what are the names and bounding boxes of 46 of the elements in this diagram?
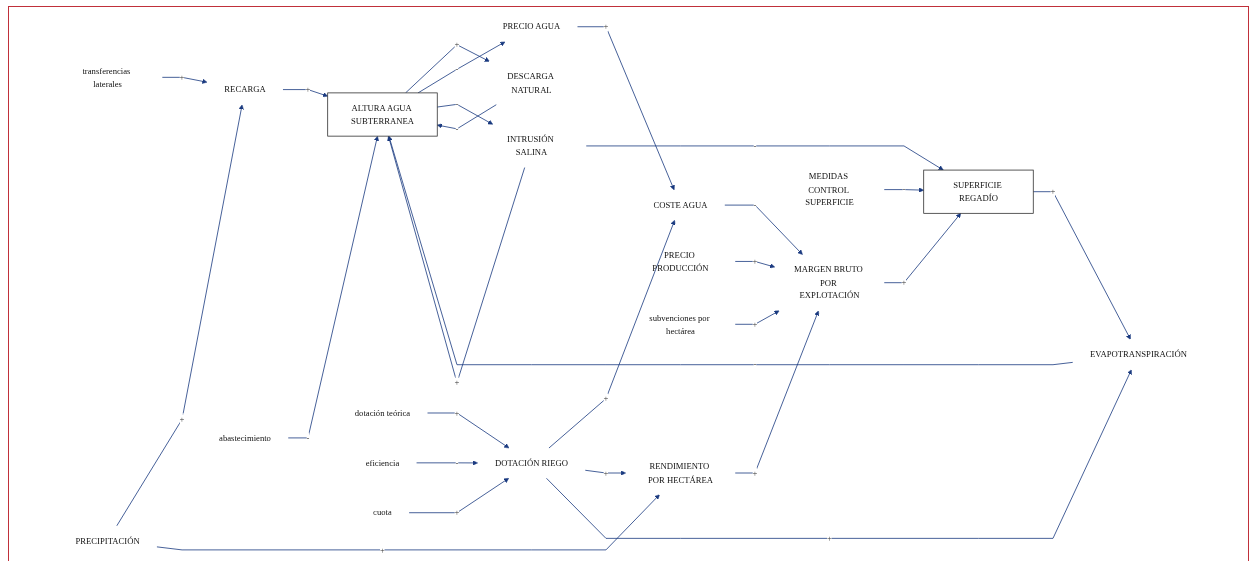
- node-box: SUPERFICIE REGADÍO: [923, 169, 1034, 214]
- node-text: cuota: [373, 507, 392, 518]
- edge-label: +: [752, 468, 758, 478]
- node-text: MEDIDAS CONTROL SUPERFICIE: [805, 171, 854, 208]
- edge-label: -: [753, 200, 757, 210]
- node-text: transferencias laterales: [82, 66, 131, 89]
- edge-label: -: [455, 124, 459, 134]
- edge-label: -: [753, 359, 757, 370]
- edge-label: +: [752, 256, 758, 266]
- edge-label: +: [603, 468, 609, 478]
- node-text: RENDIMIENTO POR HECTÁREA: [647, 461, 714, 484]
- node-text: RECARGA: [224, 84, 266, 95]
- node-box: ALTURA AGUA SUBTERRANEA: [327, 92, 438, 137]
- edge-label: +: [1050, 186, 1056, 197]
- edge-label: +: [827, 533, 832, 543]
- edge-label: +: [179, 72, 185, 82]
- edge-label: +: [305, 84, 311, 95]
- node-text: EVAPOTRANSPIRACIÓN: [1090, 349, 1187, 360]
- edge-label: -: [455, 458, 459, 468]
- node-text: COSTE AGUA: [653, 200, 708, 210]
- edge-label: -: [455, 64, 459, 74]
- edge-label: +: [454, 40, 460, 50]
- edge-label: -: [902, 184, 906, 195]
- edge-label: +: [380, 545, 385, 555]
- edge-label: -: [455, 99, 459, 109]
- edge-label: +: [752, 319, 758, 329]
- node-text: DOTACIÓN RIEGO: [494, 458, 568, 468]
- edge-label: -: [306, 433, 310, 443]
- node-text: DESCARGA NATURAL: [507, 71, 554, 95]
- node-text: MARGEN BRUTO POR EXPLOTACIÓN: [794, 264, 863, 301]
- edge-label: +: [603, 21, 609, 32]
- node-text: abastecimiento: [219, 433, 271, 443]
- edge-label: +: [603, 393, 609, 404]
- edge-label: +: [901, 277, 907, 288]
- edge-label: -: [753, 141, 757, 151]
- node-text: PRECIO AGUA: [502, 21, 561, 32]
- edge-label: +: [179, 414, 185, 424]
- node-text: dotación teórica: [354, 408, 411, 418]
- edge-label: +: [454, 408, 460, 418]
- node-text: PRECIO PRODUCCIÓN: [652, 250, 709, 273]
- edge-label: +: [454, 377, 460, 388]
- node-text: subvenciones por hectárea: [649, 313, 710, 336]
- node-text: INTRUSIÓN SALINA: [507, 134, 554, 157]
- node-text: eficiencia: [365, 458, 400, 468]
- node-text: PRECIPITACIÓN: [75, 536, 140, 546]
- edge-label: +: [454, 507, 460, 518]
